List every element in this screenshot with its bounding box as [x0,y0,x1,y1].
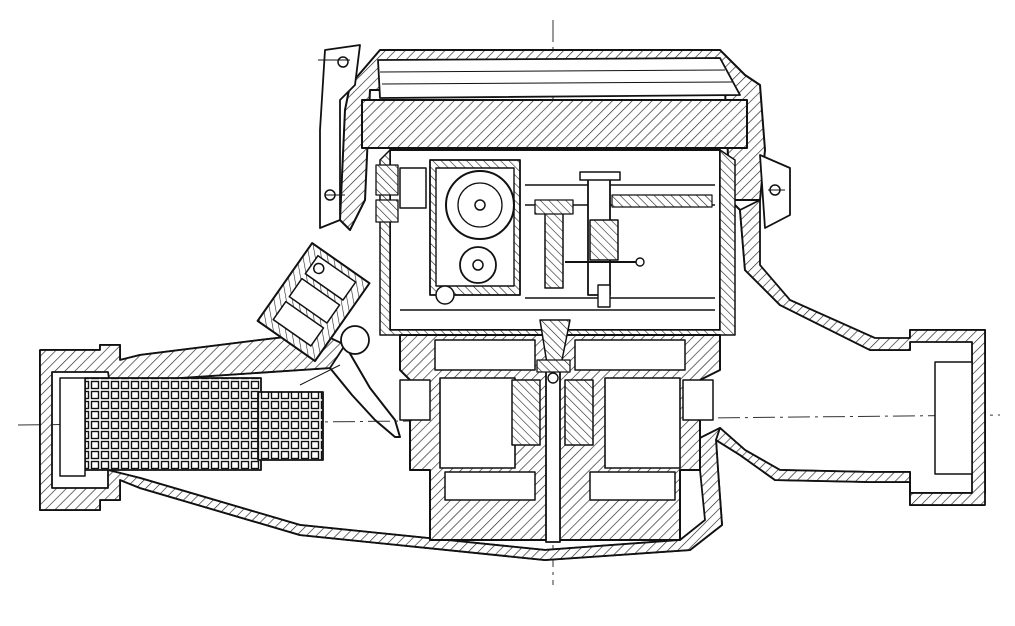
inlet-strainer [59,377,324,477]
register-glass [361,99,748,149]
measuring-chamber [399,319,721,543]
impeller-shaft [545,369,561,543]
register-casing [319,44,791,231]
lid-hinge-left [319,44,361,229]
adjuster-screw [340,325,370,355]
detail-marks [299,59,785,386]
register-mechanism [375,149,736,336]
adjuster-housing [256,242,371,363]
